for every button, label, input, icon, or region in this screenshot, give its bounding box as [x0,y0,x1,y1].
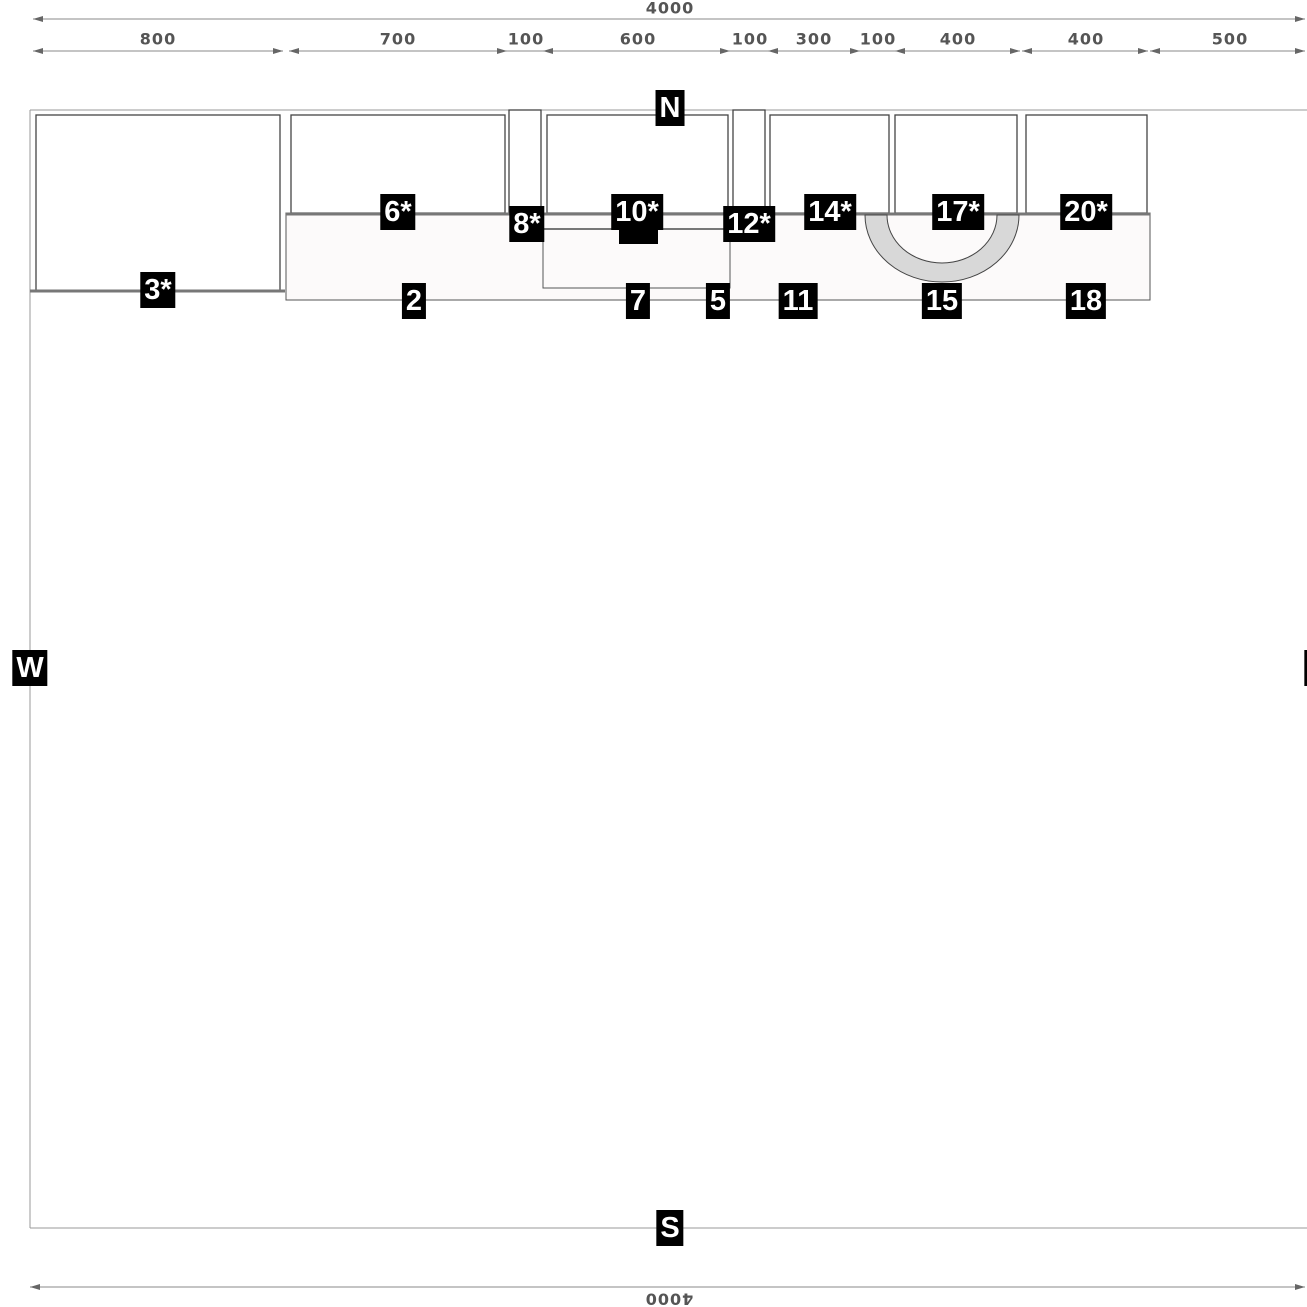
unit-label[interactable]: 10* [611,194,663,230]
dimension-segment: 100 [859,29,897,49]
unit-label[interactable]: 11 [778,283,818,319]
unit-label[interactable]: 15 [921,283,963,319]
dimension-segment: 100 [507,29,545,49]
compass-south: S [656,1210,684,1246]
dimension-segment: 300 [795,29,833,49]
compass-east: E [1304,650,1307,686]
unit-label[interactable]: 5 [705,283,731,319]
dimension-segment: 100 [731,29,769,49]
dimension-segment: 800 [139,29,177,49]
round-sink [864,214,1020,283]
obscured-label [619,226,658,244]
overall-dimension-top: 4000 [645,0,695,18]
unit-label[interactable]: 17* [932,194,984,230]
unit-label[interactable]: 18 [1065,283,1107,319]
dimension-segment: 400 [939,29,977,49]
dimension-segment: 700 [379,29,417,49]
dimension-segment: 400 [1067,29,1105,49]
dimension-segment: 600 [619,29,657,49]
unit-label[interactable]: 2 [401,283,427,319]
unit-label[interactable]: 3* [140,272,176,308]
compass-north: N [655,90,685,126]
unit-label[interactable]: 7 [625,283,651,319]
dimension-segment: 500 [1211,29,1249,49]
unit-label[interactable]: 20* [1060,194,1112,230]
compass-west: W [12,650,48,686]
unit-label[interactable]: 8* [509,206,545,242]
overall-dimension-bottom: 4000 [644,1289,694,1307]
unit-label[interactable]: 14* [804,194,856,230]
unit-label[interactable]: 12* [723,206,775,242]
unit-label[interactable]: 6* [380,194,416,230]
